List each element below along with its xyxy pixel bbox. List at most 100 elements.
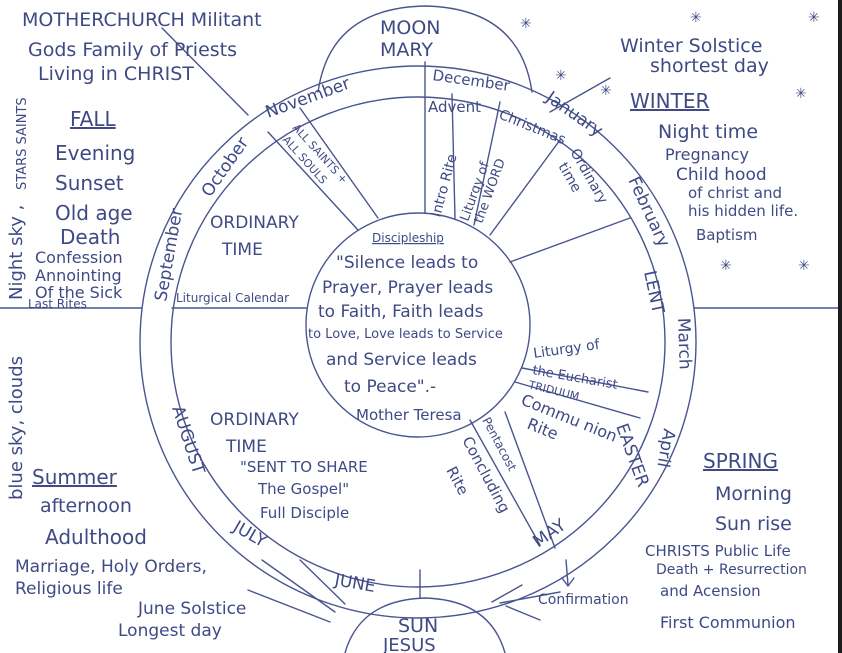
sun-rays (247, 559, 561, 623)
fall-item: Old age (55, 201, 133, 225)
fall-item: Confession (35, 248, 123, 267)
moon-arc (317, 5, 533, 93)
segment-sent-to-share-1: "SENT TO SHARE (240, 458, 368, 476)
sun-label: SUN (398, 615, 438, 637)
segment-line-1 (267, 131, 359, 231)
center-line: to Love, Love leads to Service (308, 327, 503, 342)
center-title: Discipleship (372, 231, 444, 245)
fall-item: Last Rites (28, 297, 87, 311)
diagram-lines: ✳✳✳ ✳✳✳ ✳✳ (0, 5, 842, 653)
segment-line-11 (504, 411, 556, 549)
segment-line-6 (489, 139, 561, 236)
fall-item: Evening (55, 141, 135, 165)
center-line: "Silence leads to (336, 253, 478, 273)
spring-item: CHRISTS Public Life (645, 542, 791, 560)
top-left-diagonal (161, 27, 249, 116)
winter-title: WINTER (630, 89, 709, 113)
month-may: MAY (529, 515, 570, 552)
svg-text:✳: ✳ (808, 10, 820, 26)
month-june: JUNE (332, 570, 377, 597)
month-march: March (673, 317, 695, 369)
segment-line-7 (509, 217, 631, 263)
segment-full-disciple: Full Disciple (260, 504, 349, 522)
month-february: February (623, 174, 673, 251)
shortest-day-label: shortest day (650, 55, 769, 77)
longest-day-label: Longest day (118, 621, 222, 641)
month-august: AUGUST (167, 403, 208, 477)
spring-title: SPRING (703, 449, 778, 473)
window-edge (838, 0, 842, 653)
svg-text:✳: ✳ (690, 10, 702, 26)
center-line: and Service leads (326, 350, 477, 370)
center-line: to Faith, Faith leads (318, 302, 484, 322)
segment-advent: Advent (428, 98, 481, 116)
center-circle (305, 212, 531, 438)
summer-item: afternoon (40, 495, 132, 517)
segment-ordinary-time-2-a: ORDINARY (210, 410, 299, 430)
winter-item: his hidden life. (688, 202, 798, 220)
segment-concluding-rite-2: Rite (442, 463, 472, 498)
fall-item: Sunset (55, 171, 124, 195)
inner-circle (170, 96, 666, 588)
blue-sky-label: blue sky, clouds (6, 356, 27, 500)
living-in-christ-label: Living in CHRIST (38, 63, 194, 85)
center-line: to Peace".- (344, 377, 436, 397)
center-line: Prayer, Prayer leads (322, 278, 493, 298)
winter-solstice-label: Winter Solstice (620, 35, 762, 57)
winter-item: Pregnancy (665, 145, 749, 164)
winter-item: Child hood (676, 165, 767, 185)
sun-arc (344, 597, 506, 653)
mary-label: MARY (380, 39, 433, 61)
svg-text:✳: ✳ (798, 258, 810, 274)
outer-circle (139, 65, 697, 619)
segment-ordinary-time-1-b: TIME (221, 240, 263, 260)
winter-item: Night time (658, 121, 758, 143)
svg-text:✳: ✳ (600, 83, 612, 99)
confirmation-arrow (565, 559, 569, 586)
segment-intro-rite: Intro Rite (428, 152, 460, 219)
summer-title: Summer (32, 465, 118, 489)
segment-confirmation: Confirmation (538, 592, 629, 608)
month-december: December (431, 66, 511, 95)
month-lent: LENT (639, 269, 668, 316)
segment-ordinary-time-1-a: ORDINARY (210, 213, 299, 233)
june-solstice-label: June Solstice (137, 599, 246, 619)
winter-item: Baptism (696, 226, 757, 244)
summer-item: Religious life (15, 579, 123, 599)
segment-sent-to-share-2: The Gospel" (257, 480, 349, 498)
segment-line-4 (451, 93, 456, 219)
moon-label: MOON (380, 17, 441, 39)
month-september: September (151, 207, 187, 303)
svg-text:✳: ✳ (795, 86, 807, 102)
segment-line-10 (469, 419, 541, 546)
winter-item: of christ and (688, 184, 782, 202)
spring-item: First Communion (660, 613, 796, 632)
segment-line-2 (299, 107, 379, 219)
fall-item: Of the Sick (35, 283, 123, 302)
spring-item: Morning (715, 483, 792, 505)
church-militant-label: MOTHERCHURCH Militant (22, 9, 262, 31)
top-right-diagonal (549, 77, 611, 113)
segment-line-9 (514, 381, 641, 419)
fall-item: Death (60, 225, 120, 249)
spring-item: Death + Resurrection (656, 562, 807, 578)
segment-line-8 (521, 367, 649, 393)
confirmation-arrowhead (561, 577, 575, 588)
summer-item: Adulthood (45, 525, 147, 549)
segment-ordinary-time-2-b: TIME (225, 437, 267, 457)
star-icons: ✳✳✳ ✳✳✳ ✳✳ (520, 10, 820, 274)
svg-text:✳: ✳ (555, 68, 567, 84)
month-april: April (652, 427, 678, 469)
fall-item: Annointing (35, 266, 122, 285)
svg-text:✳: ✳ (720, 258, 732, 274)
segment-line-5 (473, 101, 501, 226)
center-author: Mother Teresa (356, 406, 462, 424)
segment-liturgy-eucharist-1: Liturgy of (532, 337, 601, 362)
jesus-label: JESUS (382, 635, 436, 653)
gods-family-label: Gods Family of Priests (28, 39, 237, 61)
fall-title: FALL (70, 107, 116, 131)
segment-liturgical-calendar: Liturgical Calendar (176, 291, 289, 305)
night-sky-label: Night sky , (6, 205, 27, 300)
summer-item: Marriage, Holy Orders, (15, 557, 207, 577)
